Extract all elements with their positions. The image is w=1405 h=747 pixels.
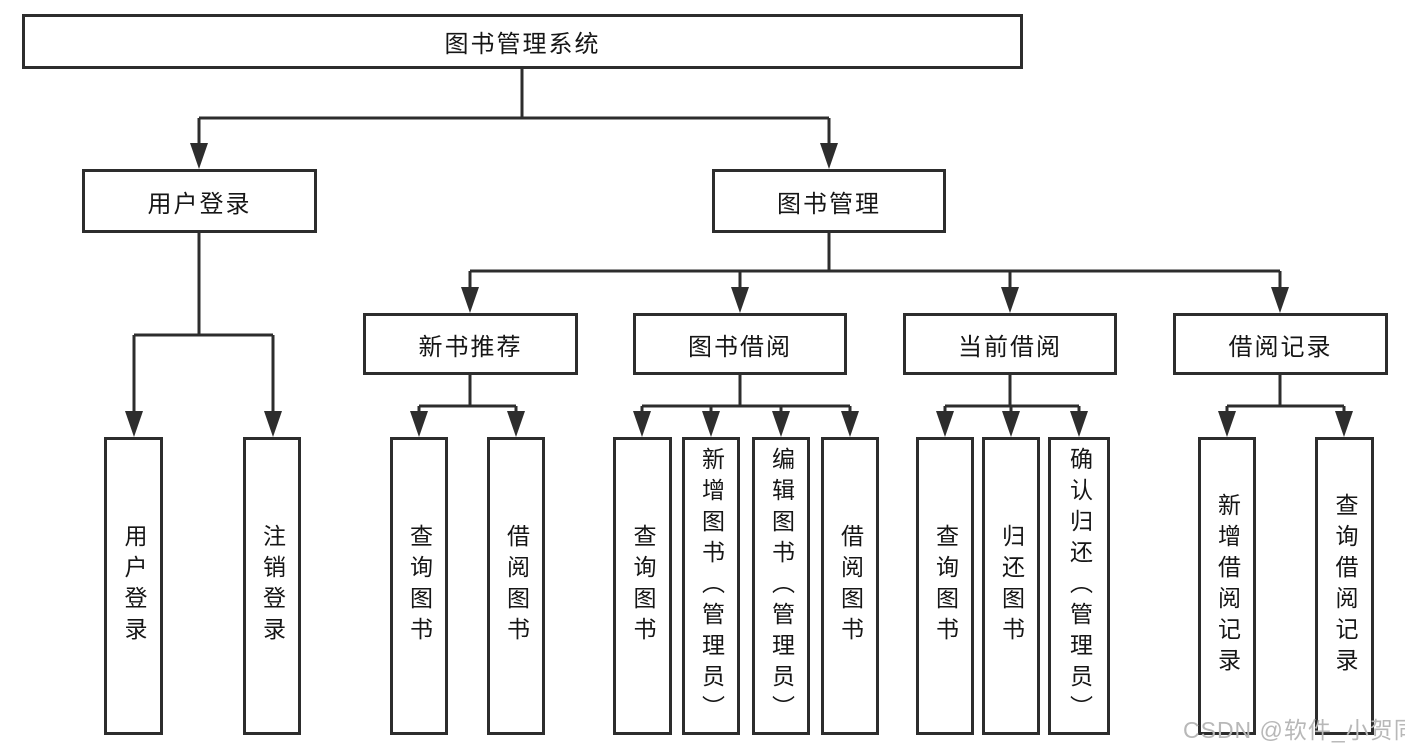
node-label: 借阅记录 bbox=[1228, 333, 1333, 361]
leaf-current-confirm-return-admin: 确认归还（管理员） bbox=[1048, 437, 1110, 735]
node-label: 借阅图书 bbox=[503, 524, 530, 648]
node-library-management-system: 图书管理系统 bbox=[22, 14, 1023, 69]
leaf-borrowing-search-book: 查询图书 bbox=[613, 437, 672, 735]
node-label: 注销登录 bbox=[259, 524, 286, 648]
leaf-borrowing-add-book-admin: 新增图书（管理员） bbox=[682, 437, 740, 735]
node-label: 用户登录 bbox=[121, 524, 147, 648]
node-label: 用户登录 bbox=[147, 190, 252, 218]
node-label: 新书推荐 bbox=[418, 333, 523, 361]
node-user-login-module: 用户登录 bbox=[82, 169, 317, 233]
node-book-management-module: 图书管理 bbox=[712, 169, 946, 233]
node-new-book-recommendation: 新书推荐 bbox=[363, 313, 578, 375]
leaf-borrowing-edit-book-admin: 编辑图书（管理员） bbox=[752, 437, 810, 735]
node-label: 新增图书（管理员） bbox=[698, 446, 725, 726]
leaf-records-add-record: 新增借阅记录 bbox=[1198, 437, 1256, 735]
node-label: 图书借阅 bbox=[688, 333, 792, 361]
leaf-current-search-book: 查询图书 bbox=[916, 437, 974, 735]
node-borrowing-records: 借阅记录 bbox=[1173, 313, 1388, 375]
node-label: 归还图书 bbox=[998, 524, 1025, 648]
leaf-logout: 注销登录 bbox=[243, 437, 301, 735]
node-label: 新增借阅记录 bbox=[1214, 493, 1241, 679]
leaf-newbooks-search-book: 查询图书 bbox=[390, 437, 448, 735]
node-label: 编辑图书（管理员） bbox=[768, 446, 795, 726]
node-current-borrowing: 当前借阅 bbox=[903, 313, 1117, 375]
leaf-records-search-record: 查询借阅记录 bbox=[1315, 437, 1374, 735]
node-label: 确认归还（管理员） bbox=[1066, 446, 1093, 726]
leaf-newbooks-borrow-book: 借阅图书 bbox=[487, 437, 545, 735]
csdn-watermark: CSDN @软件_小贺同学 bbox=[1183, 717, 1405, 743]
node-book-borrowing: 图书借阅 bbox=[633, 313, 847, 375]
node-label: 图书管理系统 bbox=[444, 31, 601, 58]
node-label: 查询借阅记录 bbox=[1332, 493, 1358, 679]
node-label: 查询图书 bbox=[932, 524, 959, 648]
arrowheads bbox=[125, 143, 1353, 437]
node-label: 图书管理 bbox=[777, 190, 881, 218]
node-label: 查询图书 bbox=[406, 524, 433, 648]
leaf-borrowing-borrow-book: 借阅图书 bbox=[821, 437, 879, 735]
leaf-user-login: 用户登录 bbox=[104, 437, 163, 735]
leaf-current-return-book: 归还图书 bbox=[982, 437, 1040, 735]
node-label: 查询图书 bbox=[630, 524, 656, 648]
node-label: 当前借阅 bbox=[958, 333, 1062, 361]
node-label: 借阅图书 bbox=[837, 524, 864, 648]
